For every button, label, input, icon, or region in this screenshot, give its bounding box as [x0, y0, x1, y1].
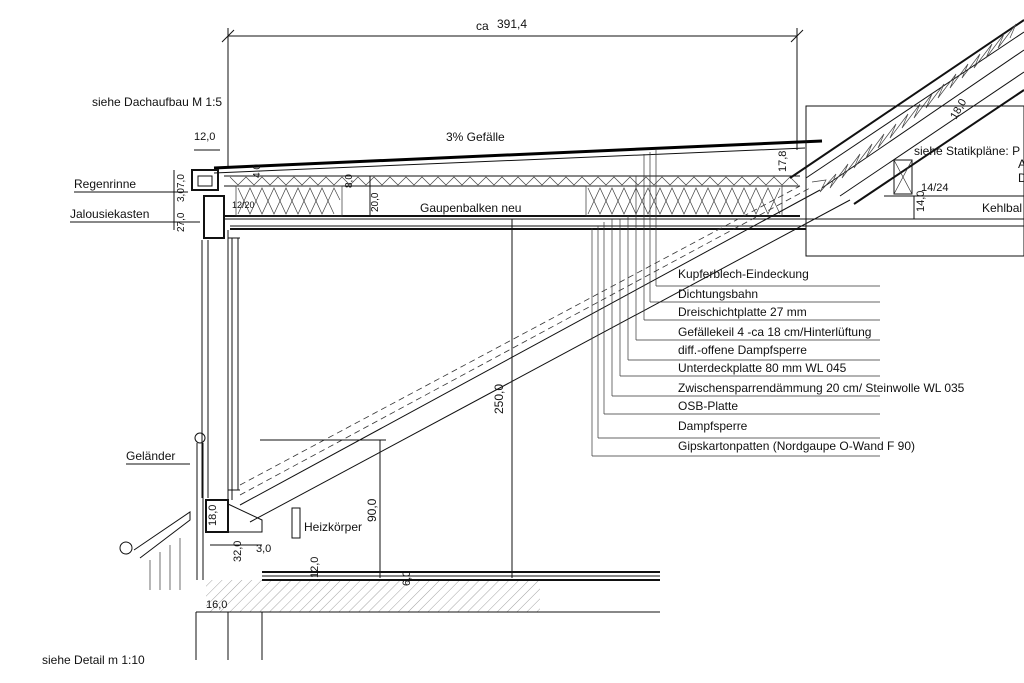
dim-8: 8,0	[344, 174, 355, 188]
layer-2: Dreischichtplatte 27 mm	[678, 305, 807, 319]
dim-12-low: 12,0	[309, 557, 321, 578]
dim-27: 27,0	[176, 212, 187, 232]
dim-16: 16,0	[206, 599, 227, 611]
dim-14: 14,0	[915, 191, 927, 212]
dim-17-8: 17,8	[777, 151, 789, 172]
layer-5: Unterdeckplatte 80 mm WL 045	[678, 361, 847, 375]
statik-reference-line2: A	[1018, 157, 1024, 171]
dim-32: 32,0	[232, 541, 244, 562]
layer-6: Zwischensparrendämmung 20 cm/ Steinwolle…	[678, 381, 965, 395]
main-roof: 14/24 14,0 18,0 17,8	[777, 19, 1024, 257]
dim-rafter-18: 18,0	[948, 97, 969, 122]
railing-label: Geländer	[126, 449, 175, 463]
dim-14-24: 14/24	[921, 182, 949, 194]
layer-8: Dampfsperre	[678, 419, 748, 433]
dim-3-0: 3,0	[256, 543, 271, 555]
dormer-wall	[191, 169, 263, 580]
dim-4: 4,0	[252, 164, 263, 178]
layer-4: diff.-offene Dampfsperre	[678, 343, 807, 357]
layer-3: Gefällekeil 4 -ca 18 cm/Hinterlüftung	[678, 325, 871, 339]
roof-reference-note: siehe Dachaufbau M 1:5	[92, 95, 222, 109]
layer-7: OSB-Platte	[678, 399, 738, 413]
dim-7: 7,0	[176, 174, 187, 188]
left-dimensions: 12,0 7,0 3,0 27,0 4,0 8,0 20,0 12/20	[173, 131, 381, 232]
detail-reference-note: siehe Detail m 1:10	[42, 653, 145, 667]
layer-leader-lines	[591, 150, 880, 457]
layer-legend: Kupferblech-Eindeckung Dichtungsbahn Dre…	[678, 267, 965, 453]
dim-250: 250,0	[492, 384, 506, 414]
statik-reference-note: siehe Statikpläne: P	[914, 144, 1020, 158]
layer-0: Kupferblech-Eindeckung	[678, 267, 809, 281]
dim-sill-18: 18,0	[207, 505, 219, 526]
kehlbalken-label: Kehlbal	[982, 201, 1022, 215]
floor	[195, 571, 660, 660]
layer-9: Gipskartonpatten (Nordgaupe O-Wand F 90)	[678, 439, 915, 453]
inclined-wall	[239, 185, 851, 523]
gutter-label: Regenrinne	[74, 177, 136, 191]
statik-reference-line3: D	[1018, 171, 1024, 185]
dim-90: 90,0	[365, 498, 379, 522]
main-roof-tiles-left	[119, 511, 191, 590]
beam-label: Gaupenbalken neu	[420, 201, 521, 215]
dormer-roof	[213, 139, 1024, 230]
overall-dim-prefix: ca	[476, 19, 489, 33]
slope-label: 3% Gefälle	[446, 130, 505, 144]
dim-3: 3,0	[176, 188, 187, 202]
dim-6: 6,0	[401, 571, 413, 586]
blind-box-label: Jalousiekasten	[70, 207, 149, 221]
overall-dimension: ca 391,4	[221, 17, 804, 168]
dim-20: 20,0	[370, 192, 381, 212]
overall-dim-value: 391,4	[497, 17, 527, 31]
dim-12-20: 12/20	[232, 200, 255, 210]
radiator-label: Heizkörper	[304, 520, 362, 534]
layer-1: Dichtungsbahn	[678, 287, 758, 301]
dim-12-top: 12,0	[194, 131, 215, 143]
